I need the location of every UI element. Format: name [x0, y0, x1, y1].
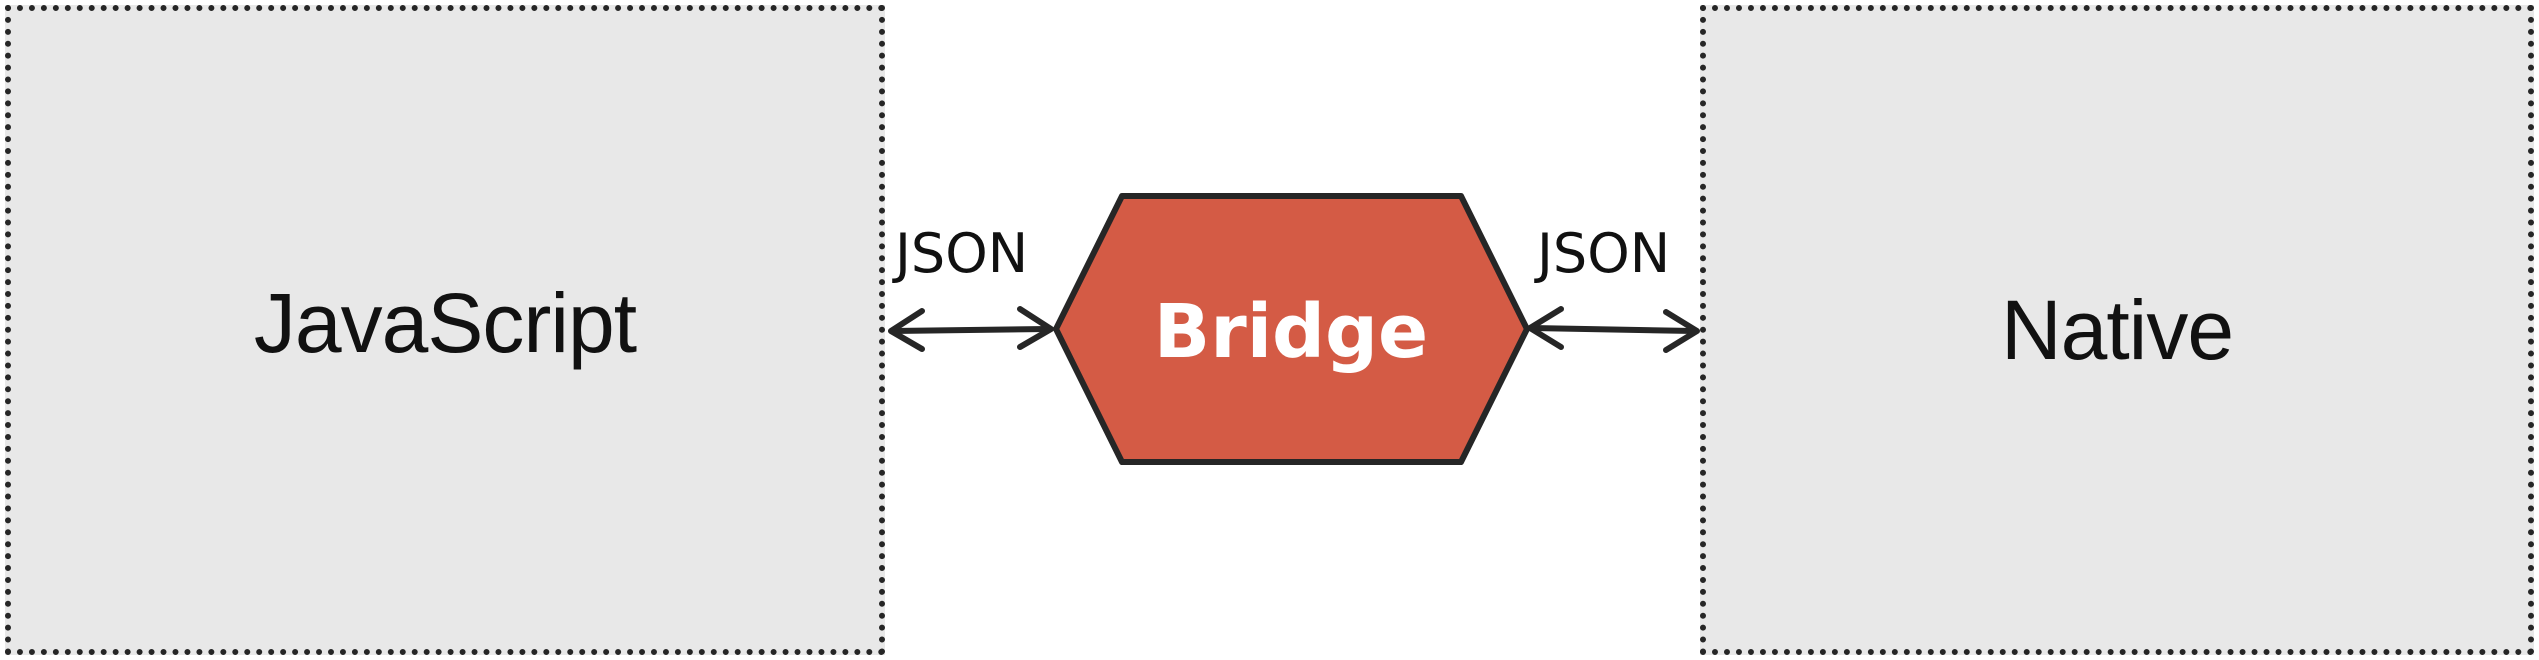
left-connector-arrow: [888, 306, 1054, 352]
native-label: Native: [2000, 282, 2234, 377]
right-connector-arrow: [1527, 306, 1700, 353]
javascript-panel: JavaScript: [5, 5, 885, 655]
left-json-label: JSON: [895, 222, 1029, 285]
bridge-hexagon: [1053, 193, 1530, 465]
native-panel: Native: [1700, 5, 2534, 655]
right-json-label: JSON: [1537, 222, 1671, 285]
javascript-label: JavaScript: [253, 275, 637, 370]
bridge-label: Bridge: [1154, 289, 1428, 375]
